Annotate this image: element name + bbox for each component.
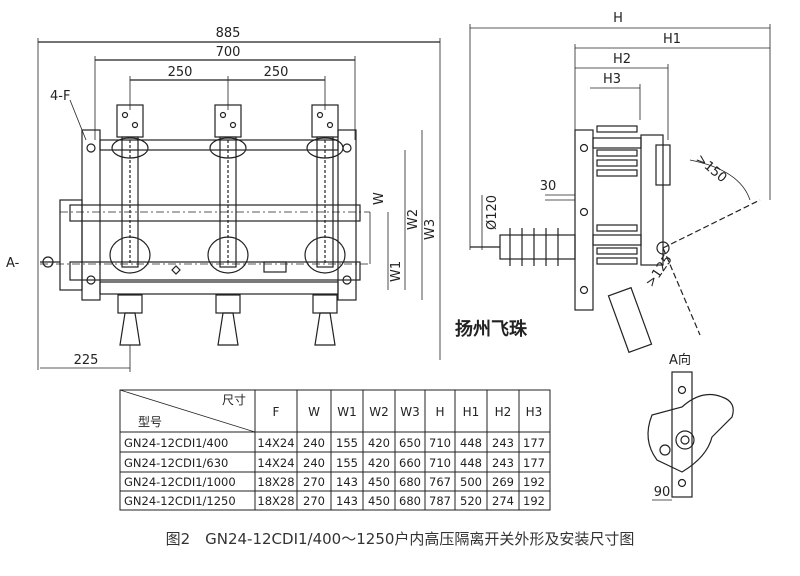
- table-col-header: W1: [337, 405, 357, 419]
- front-view: [37, 38, 441, 372]
- table-cell: 450: [368, 494, 390, 508]
- label-h1: H1: [663, 32, 681, 47]
- table-cell: 450: [368, 475, 390, 489]
- table-header-model: 型号: [138, 415, 162, 429]
- phase-1: [109, 104, 151, 346]
- dim-885: 885: [216, 26, 241, 41]
- label-h3: H3: [603, 72, 621, 87]
- table-cell: 240: [303, 456, 325, 470]
- label-w2: W2: [406, 209, 421, 230]
- contact-blade: [640, 134, 664, 266]
- dim-30: 30: [540, 179, 557, 194]
- table-cell: 270: [303, 494, 325, 508]
- detail-a-view: [647, 371, 734, 501]
- dim-150: >150: [692, 152, 729, 186]
- table-cell: 520: [460, 494, 482, 508]
- table-cell-model: GN24-12CDI1/630: [124, 456, 228, 470]
- table-cell: 155: [336, 436, 358, 450]
- horizontal-bushing: [470, 228, 576, 266]
- table-cell: 18X28: [257, 494, 294, 508]
- table-cell-model: GN24-12CDI1/1250: [124, 494, 236, 508]
- dim-250-left: 250: [168, 65, 193, 80]
- label-w: W: [372, 192, 387, 205]
- dim-125: >125: [643, 252, 676, 290]
- table-cell: 500: [460, 475, 482, 489]
- lower-insulator: [592, 224, 642, 265]
- table-cell: 710: [429, 436, 451, 450]
- table-col-header: H1: [463, 405, 480, 419]
- dimension-table: [119, 389, 551, 511]
- table-col-header: W: [308, 405, 320, 419]
- label-4f: 4-F: [50, 89, 70, 104]
- table-cell: 14X24: [257, 456, 294, 470]
- mounting-plate: [574, 129, 594, 311]
- table-cell: 18X28: [257, 475, 294, 489]
- table-cell: 650: [399, 436, 421, 450]
- table-cell-model: GN24-12CDI1/1000: [124, 475, 236, 489]
- table-col-header: F: [273, 405, 280, 419]
- right-frame: [337, 129, 357, 301]
- table-cell: 143: [336, 475, 358, 489]
- table-cell: 680: [399, 475, 421, 489]
- upper-insulator: [592, 125, 642, 177]
- table-cell: 269: [492, 475, 514, 489]
- table-cell: 710: [429, 456, 451, 470]
- left-frame: [81, 129, 101, 301]
- label-w1: W1: [389, 261, 404, 282]
- table-cell: 243: [492, 456, 514, 470]
- dim-phi120: Ø120: [485, 195, 500, 230]
- dim-250-right: 250: [264, 65, 289, 80]
- table-cell: 14X24: [257, 436, 294, 450]
- table-col-header: W3: [400, 405, 420, 419]
- table-cell-model: GN24-12CDI1/400: [124, 436, 228, 450]
- label-w3: W3: [423, 219, 438, 240]
- label-h2: H2: [613, 52, 631, 67]
- figure-caption: 图2 GN24-12CDⅠ1/400～1250户内高压隔离开关外形及安装尺寸图: [166, 530, 635, 548]
- table-cell: 177: [523, 456, 545, 470]
- watermark-text: 扬州飞珠: [455, 318, 528, 340]
- table-cell: 420: [368, 436, 390, 450]
- table-col-header: H: [435, 405, 444, 419]
- dim-225: 225: [74, 353, 99, 368]
- table-col-header: H2: [495, 405, 512, 419]
- table-col-header: W2: [369, 405, 389, 419]
- phase-3: [304, 104, 346, 346]
- dim-90: 90: [654, 485, 671, 500]
- table-cell: 155: [336, 456, 358, 470]
- table-cell: 274: [492, 494, 514, 508]
- table-cell: 420: [368, 456, 390, 470]
- table-col-header: H3: [526, 405, 543, 419]
- label-h: H: [613, 11, 623, 26]
- table-header-size: 尺寸: [222, 393, 246, 407]
- side-view: [469, 24, 771, 354]
- table-cell: 240: [303, 436, 325, 450]
- operating-mechanism: [59, 199, 83, 291]
- table-cell: 660: [399, 456, 421, 470]
- table-cell: 448: [460, 436, 482, 450]
- label-section-a: A-: [6, 256, 20, 271]
- table-cell: 243: [492, 436, 514, 450]
- table-cell: 448: [460, 456, 482, 470]
- detail-a-title: A向: [669, 352, 691, 368]
- table-cell: 143: [336, 494, 358, 508]
- table-cell: 192: [523, 475, 545, 489]
- table-cell: 680: [399, 494, 421, 508]
- table-cell: 192: [523, 494, 545, 508]
- phase-2: [207, 104, 249, 346]
- table-cell: 767: [429, 475, 451, 489]
- table-cell: 787: [429, 494, 451, 508]
- table-cell: 270: [303, 475, 325, 489]
- dim-700: 700: [216, 45, 241, 60]
- table-cell: 177: [523, 436, 545, 450]
